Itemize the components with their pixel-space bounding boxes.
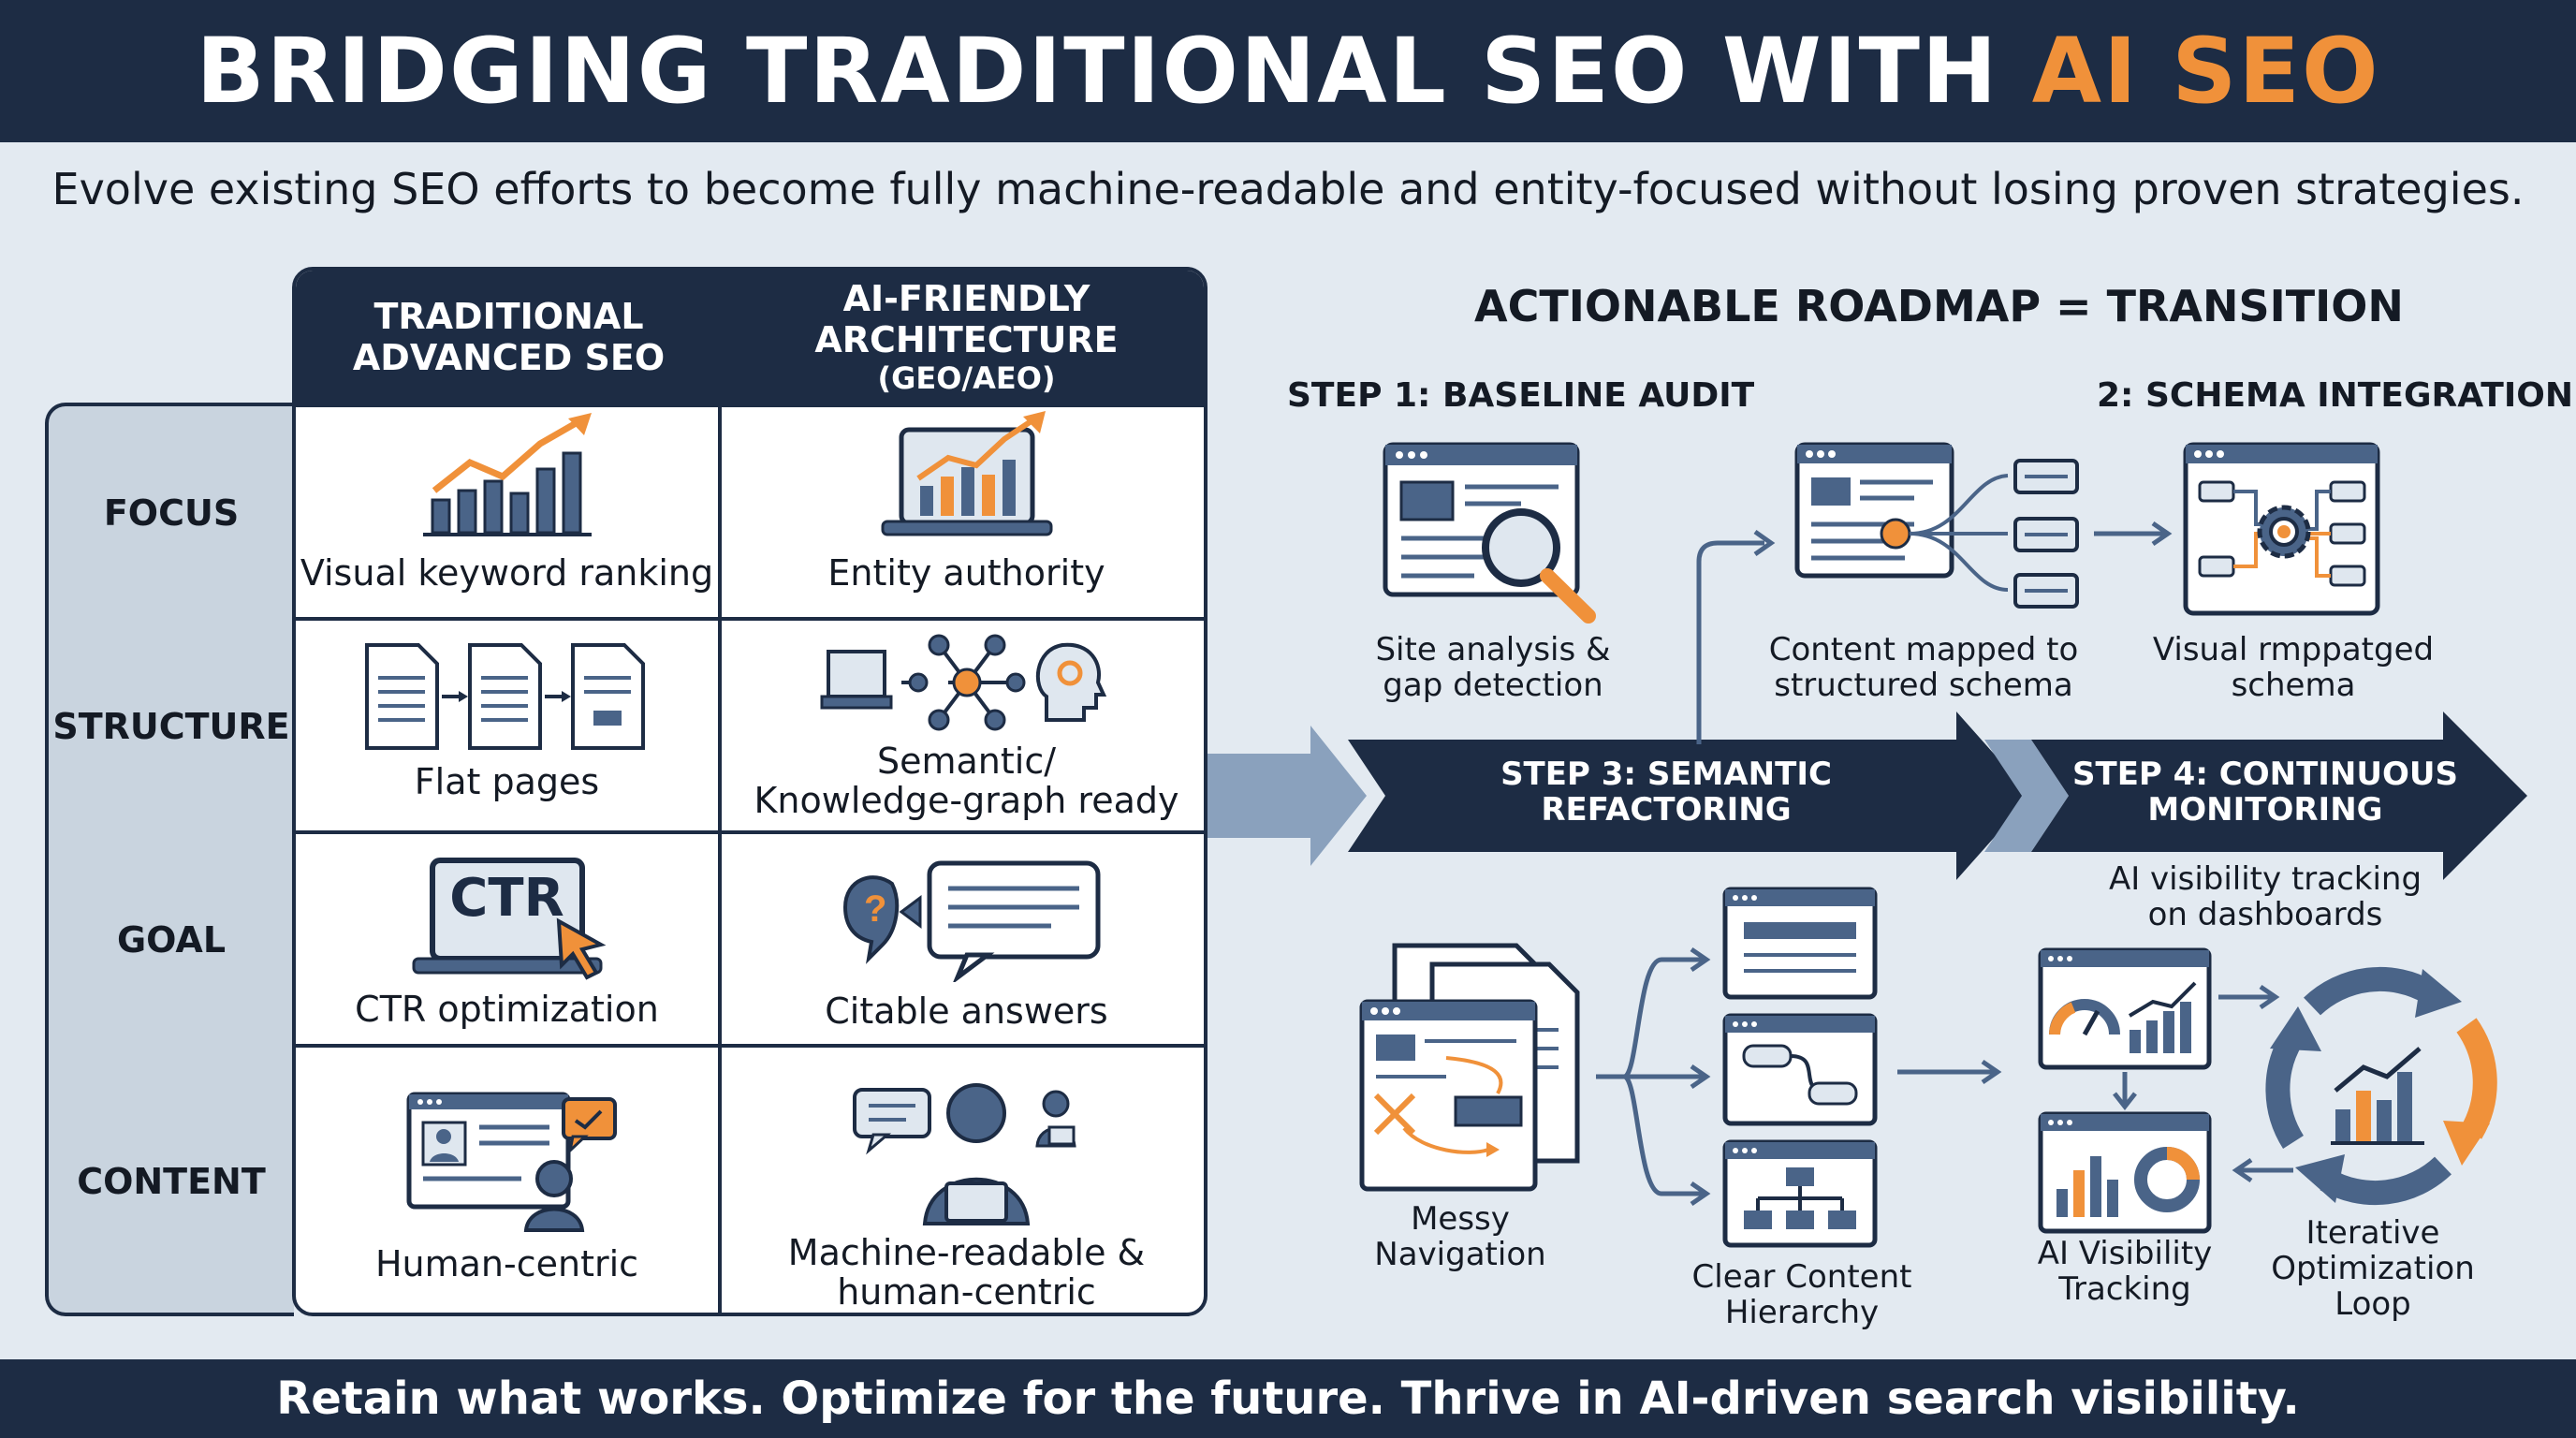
connector-up-arrow [1696, 529, 1776, 744]
cell-goal-traditional: CTR CTR optimization [296, 851, 718, 1029]
step3-arrow [1348, 712, 2031, 880]
col-header-ai-text: AI-FRIENDLY ARCHITECTURE [814, 278, 1119, 360]
title-main: BRIDGING TRADITIONAL SEO WITH [196, 19, 2032, 124]
label-machine-readable-human-centric: Machine-readable & human-centric [787, 1232, 1146, 1313]
ai-visibility-tracking-desc: AI visibility tracking on dashboards [2108, 860, 2422, 933]
label-flat-pages: Flat pages [414, 761, 600, 802]
step3-label: STEP 3: SEMANTIC REFACTORING [1500, 756, 1832, 829]
visual-schema-icon [2183, 442, 2380, 616]
machine-readable-icon [852, 1083, 1076, 1225]
messy-navigation-icon [1359, 943, 1580, 1192]
row-divider [296, 404, 1204, 407]
row-divider [296, 830, 1204, 834]
cell-structure-traditional: Flat pages [296, 640, 718, 801]
footer-tagline: Retain what works. Optimize for the futu… [276, 1372, 2300, 1425]
row-label-content: CONTENT [77, 1161, 266, 1202]
transition-arrow-band [1208, 712, 2527, 880]
flat-pages-icon [364, 643, 645, 750]
arrow-to-schema [2094, 521, 2173, 547]
label-visual-keyword-ranking: Visual keyword ranking [300, 552, 714, 594]
cell-goal-ai: ? Citable answers [722, 856, 1204, 1032]
cell-structure-ai: Semantic/ Knowledge-graph ready [722, 631, 1204, 821]
cell-content-traditional: Human-centric [296, 1076, 718, 1284]
entity-authority-laptop-icon [881, 411, 1052, 536]
arrow-to-monitoring [1897, 1059, 2002, 1085]
knowledge-graph-icon [820, 634, 1106, 731]
row-label-structure: STRUCTURE [52, 706, 290, 747]
step2-header: 2: SCHEMA INTEGRATION [2097, 376, 2573, 415]
label-semantic-knowledge-graph: Semantic/ Knowledge-graph ready [754, 741, 1179, 821]
row-label-goal: GOAL [116, 919, 227, 961]
col-header-traditional-text: TRADITIONAL ADVANCED SEO [352, 296, 666, 378]
step4-arrow [2031, 712, 2527, 880]
keyword-ranking-chart-icon [422, 413, 592, 536]
human-centric-icon [406, 1092, 617, 1232]
page-title: BRIDGING TRADITIONAL SEO WITH AI SEO [196, 19, 2379, 124]
laptop-icon [412, 858, 606, 980]
site-analysis-label: Site analysis & gap detection [1375, 631, 1611, 704]
content-mapped-icon [1794, 442, 2079, 609]
row-label-focus: FOCUS [103, 492, 240, 534]
dashboard-icons [2038, 947, 2212, 1234]
comparison-table: TRADITIONAL ADVANCED SEO AI-FRIENDLY ARC… [292, 267, 1208, 1316]
label-entity-authority: Entity authority [827, 552, 1105, 594]
clear-hierarchy-icon [1722, 887, 1878, 1248]
page-subtitle: Evolve existing SEO efforts to become fu… [51, 164, 2525, 214]
iterative-loop-icon [2265, 967, 2497, 1205]
col-header-ai-sub: (GEO/AEO) [877, 360, 1056, 396]
step4-label: STEP 4: CONTINUOUS MONITORING [2072, 756, 2458, 829]
col-header-ai: AI-FRIENDLY ARCHITECTURE (GEO/AEO) [722, 271, 1204, 404]
svg-text:?: ? [864, 888, 886, 930]
row-divider [296, 1044, 1204, 1048]
clear-hierarchy-label: Clear Content Hierarchy [1691, 1258, 1912, 1331]
citable-answers-icon: ? [842, 860, 1100, 982]
ctr-laptop-icon: CTR [404, 851, 610, 982]
messy-navigation-label: Messy Navigation [1374, 1200, 1546, 1273]
loop-connectors [2218, 984, 2293, 1183]
col-header-traditional: TRADITIONAL ADVANCED SEO [296, 271, 722, 404]
ctr-text: CTR [449, 868, 564, 929]
iterative-loop-label: Iterative Optimization Loop [2271, 1214, 2475, 1323]
visual-schema-label: Visual rmppatged schema [2152, 631, 2435, 704]
column-divider [718, 271, 722, 1313]
arrow-chevron [1984, 740, 2069, 852]
cell-focus-ai: Entity authority [722, 411, 1204, 594]
roadmap-title: ACTIONABLE ROADMAP = TRANSITION [1474, 281, 2404, 331]
row-divider [296, 617, 1204, 621]
page-doc-icon [570, 643, 645, 750]
content-mapped-label: Content mapped to structured schema [1768, 631, 2079, 704]
page-doc-icon [467, 643, 542, 750]
arrow-from-table [1208, 726, 1367, 866]
row-labels-column: FOCUS STRUCTURE GOAL CONTENT [45, 403, 294, 1316]
cell-focus-traditional: Visual keyword ranking [296, 411, 718, 593]
label-citable-answers: Citable answers [825, 990, 1108, 1032]
title-accent: AI SEO [2031, 19, 2380, 124]
page-doc-icon [364, 643, 439, 750]
step1-header: STEP 1: BASELINE AUDIT [1287, 376, 1755, 415]
page-footer: Retain what works. Optimize for the futu… [0, 1359, 2576, 1438]
label-ctr-optimization: CTR optimization [355, 989, 659, 1030]
ai-visibility-label: AI Visibility Tracking [2037, 1235, 2213, 1308]
site-analysis-icon [1383, 442, 1596, 624]
label-human-centric: Human-centric [374, 1243, 639, 1284]
cell-content-ai: Machine-readable & human-centric [722, 1076, 1204, 1313]
branching-arrows [1596, 946, 1711, 1207]
page-header: BRIDGING TRADITIONAL SEO WITH AI SEO [0, 0, 2576, 142]
